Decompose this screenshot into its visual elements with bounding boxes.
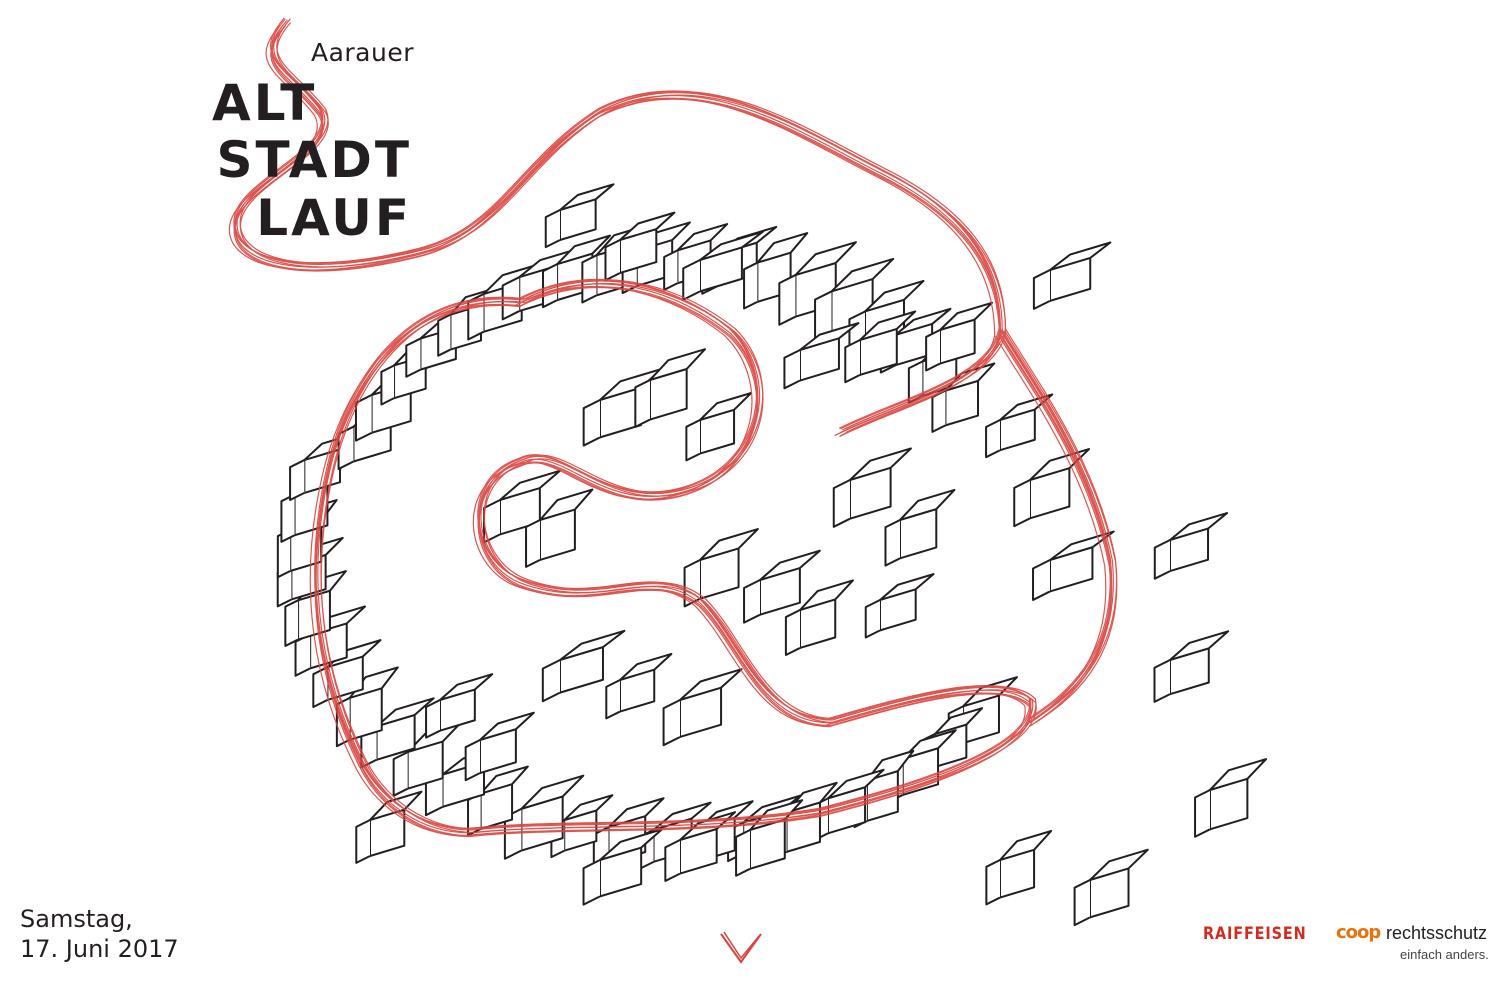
event-day: 17. Juni 2017	[20, 935, 179, 963]
scroll-down-button[interactable]	[718, 928, 764, 968]
logo-line-alt: ALT	[212, 74, 318, 132]
building	[634, 348, 707, 428]
building	[663, 223, 729, 291]
sponsor-coop-product: rechtsschutz	[1386, 923, 1488, 943]
building	[604, 211, 676, 282]
building	[1194, 758, 1268, 838]
logo-line-stadt: STADT	[216, 131, 412, 189]
building	[425, 673, 494, 739]
event-weekday: Samstag,	[20, 905, 133, 933]
chevron-down-icon	[720, 931, 762, 964]
route-line	[234, 22, 1112, 834]
buildings	[276, 183, 1268, 927]
event-date: Samstag, 17. Juni 2017	[20, 904, 179, 964]
event-logo: Aarauer ALT STADT LAUF	[200, 30, 430, 250]
building	[464, 711, 535, 782]
building	[392, 722, 462, 797]
building	[832, 447, 912, 528]
building	[355, 790, 423, 864]
building	[662, 668, 743, 747]
route-line	[239, 18, 1118, 830]
race-route	[229, 17, 1118, 838]
building	[1153, 512, 1229, 580]
building	[925, 301, 993, 372]
building	[483, 469, 561, 544]
building	[685, 391, 753, 462]
building	[884, 488, 956, 567]
sponsor-coop-tagline: einfach anders.	[1400, 947, 1489, 962]
sponsor-coop-logo[interactable]: coop	[1336, 922, 1381, 943]
building	[541, 629, 626, 703]
logo-prefix: Aarauer	[310, 38, 414, 67]
building	[985, 393, 1054, 459]
building	[783, 322, 860, 390]
logo-line-lauf: LAUF	[256, 189, 412, 247]
building	[1153, 630, 1230, 703]
building	[682, 230, 764, 301]
building	[743, 549, 821, 624]
building	[784, 579, 854, 656]
building	[605, 652, 673, 720]
building	[544, 183, 615, 249]
building	[985, 829, 1053, 906]
building	[1032, 530, 1115, 601]
building	[1032, 241, 1112, 310]
building	[1073, 848, 1149, 927]
route-line	[233, 26, 1112, 838]
building	[582, 368, 663, 447]
building	[582, 828, 663, 906]
building	[778, 241, 857, 326]
building	[525, 488, 594, 568]
building	[844, 310, 917, 384]
sponsor-raiffeisen-logo[interactable]: RAIFFEISEN	[1203, 924, 1307, 944]
building	[864, 573, 935, 639]
building	[743, 232, 809, 310]
